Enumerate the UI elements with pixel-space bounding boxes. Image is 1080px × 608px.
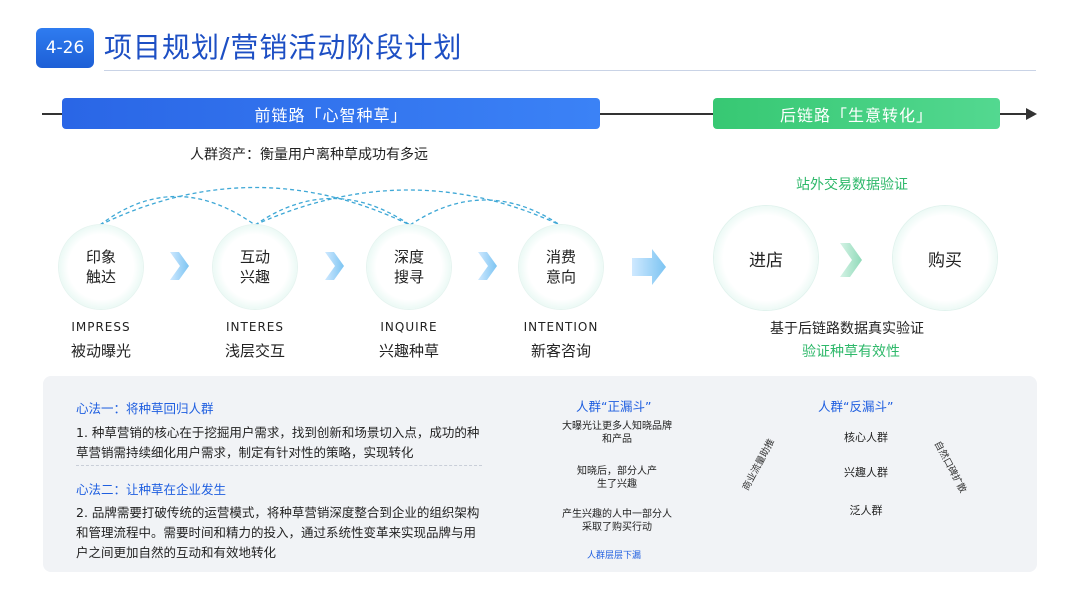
arc-interes-intention [254,189,561,226]
stage-circle-interes: 互动 兴趣 [213,225,297,309]
stage-circle-purchase: 购买 [893,206,997,310]
chevron-right-icon [325,252,344,280]
transition-arrow-icon [632,249,666,285]
stage-cn-label: 兴趣种草 [378,342,439,360]
methods-panel [43,376,1037,572]
reverse-funnel-title: 人群“反漏斗” [818,399,894,414]
stage-circle-intention: 消费 意向 [519,225,603,309]
reverse-funnel-broad: 泛人群 [849,504,883,517]
timeline-arrowhead [1026,108,1037,120]
forward-funnel-title: 人群“正漏斗” [576,399,652,414]
stage-cn-label: 浅层交互 [224,342,285,360]
stage-en-label: INQUIRE [380,320,438,334]
chevron-right-icon [478,252,497,280]
front-link-phase-bar: 前链路「心智种草」 [62,98,600,129]
stage-connector-arcs [99,186,561,226]
stage-cn-label: 被动曝光 [70,342,131,360]
stage-en-label: INTERES [226,320,284,334]
front-chevrons [170,252,497,280]
stage-circle-store-visit: 进店 [714,206,818,310]
stage-circle-impress: 印象 触达 [59,225,143,309]
page-number-badge: 4-26 [36,28,94,68]
methods-divider [76,465,482,466]
stage-circle-inquire: 深度 搜寻 [367,225,451,309]
arc-inquire-intention [409,199,561,226]
page-title: 项目规划/营销活动阶段计划 [104,31,463,64]
method-one-title: 心法一：将种草回归人群 [76,401,214,416]
stage-en-label: INTENTION [523,320,599,334]
crowd-asset-label: 人群资产：衡量用户离种草成功有多远 [190,147,428,163]
reverse-funnel-core: 核心人群 [844,431,888,444]
stage-en-label: IMPRESS [71,320,131,334]
forward-funnel-layer2: 知晓后，部分人产生了兴趣 [577,466,657,490]
offsite-validation-label: 站外交易数据验证 [796,177,908,193]
arc-impress-inquire [99,186,411,226]
arc-interes-inquire [254,197,411,226]
back-link-phase-bar: 后链路「生意转化」 [713,98,1000,129]
method-two-title: 心法二：让种草在企业发生 [76,482,227,497]
forward-funnel-caption: 人群层层下漏 [587,551,642,561]
stage-cn-label: 新客咨询 [530,342,591,360]
back-validation-line2: 验证种草有效性 [802,344,900,360]
title-divider [104,70,1036,71]
arc-impress-interes [99,195,256,226]
forward-funnel-layer3: 产生兴趣的人中一部分人采取了购买行动 [562,509,672,533]
reverse-funnel-interest: 兴趣人群 [844,466,888,479]
chevron-right-icon [840,243,862,277]
back-validation-line1: 基于后链路数据真实验证 [770,321,924,337]
forward-funnel-layer1: 大曝光让更多人知晓品牌和产品 [562,421,672,445]
method-one-body: 1. 种草营销的核心在于挖掘用户需求，找到创新和场景切入点，成功的种草营销需持续… [76,425,480,460]
method-two-body: 2. 品牌需要打破传统的运营模式，将种草营销深度整合到企业的组织架构和管理流程中… [76,505,480,560]
chevron-right-icon [170,252,189,280]
